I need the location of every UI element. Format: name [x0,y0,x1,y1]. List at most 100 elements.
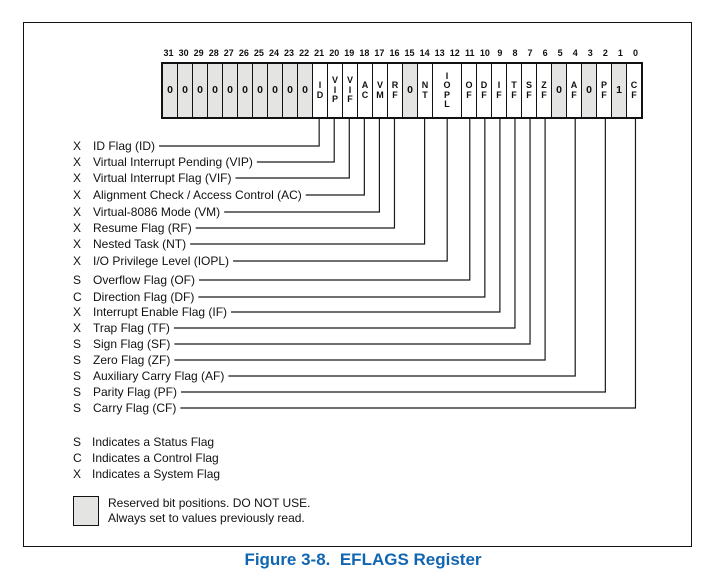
flag-label: I/O Privilege Level (IOPL) [93,254,230,268]
register-cell-reserved-bit28: 0 [207,64,222,117]
flag-type-letter: S [73,337,82,351]
reserved-bit-value: 0 [272,84,278,96]
register-cell-reserved-bit5: 0 [551,64,566,117]
reserved-bit-value: 0 [407,84,413,96]
bit-number: 26 [238,48,249,58]
flag-type-letter: X [73,188,82,202]
flag-type-letter: X [73,221,82,235]
cell-letter: R [391,80,399,90]
bit-number: 0 [632,48,638,58]
register-cell-reserved-bit29: 0 [192,64,207,117]
flag-label: Nested Task (NT) [93,237,187,251]
cell-letter: F [347,94,353,105]
flag-label: Resume Flag (RF) [93,221,192,235]
cell-letter: F [541,89,547,100]
reserved-note: Reserved bit positions. DO NOT USE. Alwa… [108,496,311,526]
cell-letter: C [630,80,638,90]
flag-type-letter: S [73,273,82,287]
bit-number: 31 [163,48,174,58]
bit-number: 25 [253,48,264,58]
reserved-bit-value: 0 [197,84,203,96]
register-cell-reserved-bit24: 0 [267,64,282,117]
cell-letter: V [331,75,338,86]
legend-type-letter: X [73,467,82,481]
reserved-bit-value: 0 [167,84,173,96]
cell-letter: I [318,80,322,90]
bit-number: 11 [465,48,475,58]
bit-number: 15 [404,48,415,58]
register-cell-reserved-bit27: 0 [222,64,237,117]
bit-number: 4 [572,48,578,58]
bit-number: 20 [329,48,340,58]
register-cell-reserved-bit23: 0 [282,64,297,117]
cell-letter: F [496,89,502,100]
bit-number: 23 [284,48,295,58]
cell-letter: T [511,80,517,90]
reserved-bit-value: 0 [586,84,592,96]
cell-letter: D [480,80,488,90]
bit-number: 2 [602,48,608,58]
flag-label: Sign Flag (SF) [93,337,171,351]
reserved-note-line1: Reserved bit positions. DO NOT USE. [108,496,311,510]
reserved-bit-value: 0 [182,84,188,96]
cell-letter: V [376,80,383,90]
cell-letter: F [631,89,637,100]
flag-label: Carry Flag (CF) [93,401,177,415]
bit-number: 21 [314,48,325,58]
cell-letter: P [443,89,450,100]
reserved-bit-value: 0 [227,84,233,96]
bit-number: 30 [178,48,189,58]
register-cell-reserved-bit30: 0 [177,64,192,117]
flag-label: Virtual Interrupt Pending (VIP) [93,155,253,169]
register-cell-reserved-bit31: 0 [163,64,177,117]
cell-letter: I [333,84,337,95]
reserved-swatch [73,496,99,526]
flag-label: Trap Flag (TF) [93,321,170,335]
bit-number: 1 [617,48,623,58]
flag-type-letter: X [73,237,82,251]
bit-number: 18 [359,48,370,58]
flag-label: Overflow Flag (OF) [93,273,196,287]
cell-letter: Z [541,80,547,90]
cell-letter: P [331,94,338,105]
bit-number: 22 [299,48,310,58]
bit-number: 28 [208,48,219,58]
flag-type-letter: X [73,139,82,153]
reserved-bit-value: 1 [616,84,622,96]
cell-letter: O [443,80,451,90]
cell-letter: M [376,89,384,100]
bit-number: 5 [557,48,563,58]
cell-letter: F [466,89,472,100]
register-cell-reserved-bit3: 0 [581,64,596,117]
legend-type-letter: S [73,435,82,449]
cell-letter: I [348,84,352,95]
bit-number: 10 [479,48,490,58]
cell-letter: T [422,89,428,100]
flag-label: Interrupt Enable Flag (IF) [93,305,228,319]
cell-letter: L [444,99,450,109]
reserved-bit-value: 0 [257,84,263,96]
flag-type-letter: X [73,321,82,335]
reserved-bit-value: 0 [302,84,308,96]
register-cell-reserved-bit22: 0 [297,64,312,117]
cell-letter: C [361,89,369,100]
flag-label: Virtual-8086 Mode (VM) [93,205,221,219]
flag-type-letter: S [73,401,82,415]
cell-letter: P [600,80,607,90]
bit-number: 17 [374,48,385,58]
bit-number: 14 [419,48,430,58]
bit-number: 19 [344,48,355,58]
cell-letter: F [571,89,577,100]
